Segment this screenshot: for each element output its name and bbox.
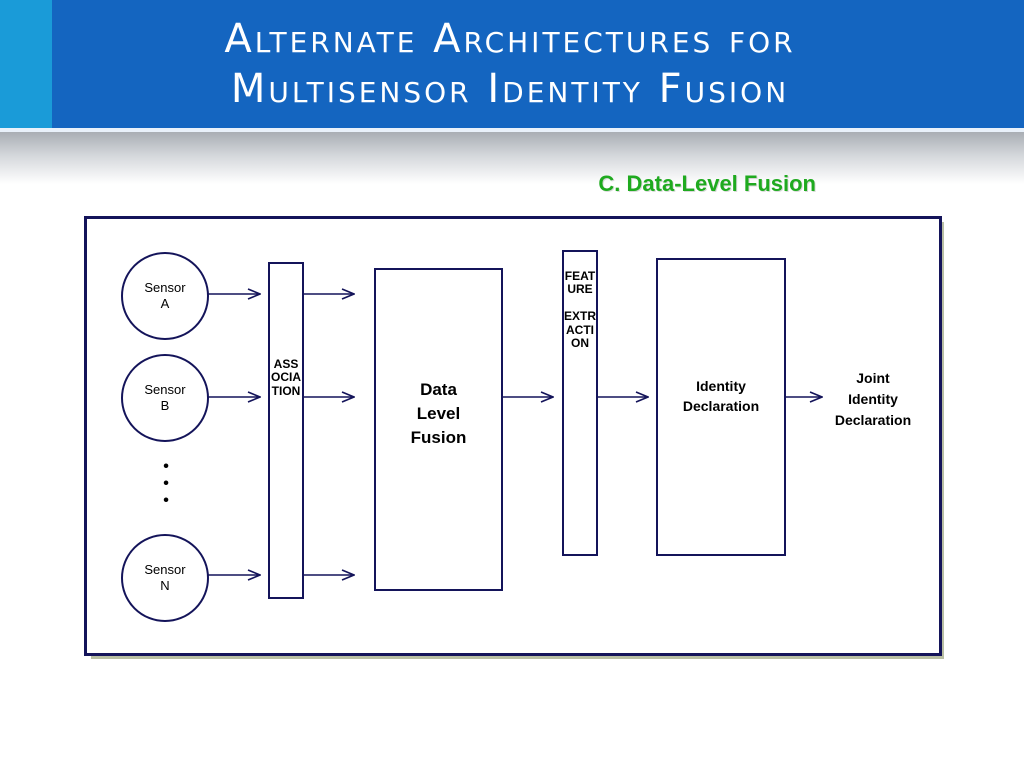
sensor-ellipsis: • • • — [163, 458, 169, 509]
feature-extraction-box: FEATURE EXTRACTION — [562, 250, 598, 556]
sensor-a-node: Sensor A — [121, 252, 209, 340]
slide-title: Alternate Architectures for Multisensor … — [224, 16, 796, 112]
header-bar — [0, 0, 1024, 128]
header-accent — [0, 0, 52, 128]
slide-subtitle: C. Data-Level Fusion — [598, 171, 816, 196]
joint-identity-declaration-label: Joint Identity Declaration — [834, 370, 912, 428]
data-level-fusion-label: Data Level Fusion — [410, 380, 467, 447]
association-label: ASSOCIATION — [271, 357, 301, 398]
sensor-b-node: Sensor B — [121, 354, 209, 442]
feature-extraction-label: FEATURE EXTRACTION — [564, 269, 597, 351]
data-level-fusion-box: Data Level Fusion — [374, 268, 503, 591]
identity-declaration-box: Identity Declaration — [656, 258, 786, 556]
diagram-frame — [84, 216, 942, 656]
sensor-n-node: Sensor N — [121, 534, 209, 622]
header-gradient — [0, 132, 1024, 184]
association-box: ASSOCIATION — [268, 262, 304, 599]
identity-declaration-label: Identity Declaration — [682, 378, 760, 414]
header-rule — [0, 128, 1024, 132]
